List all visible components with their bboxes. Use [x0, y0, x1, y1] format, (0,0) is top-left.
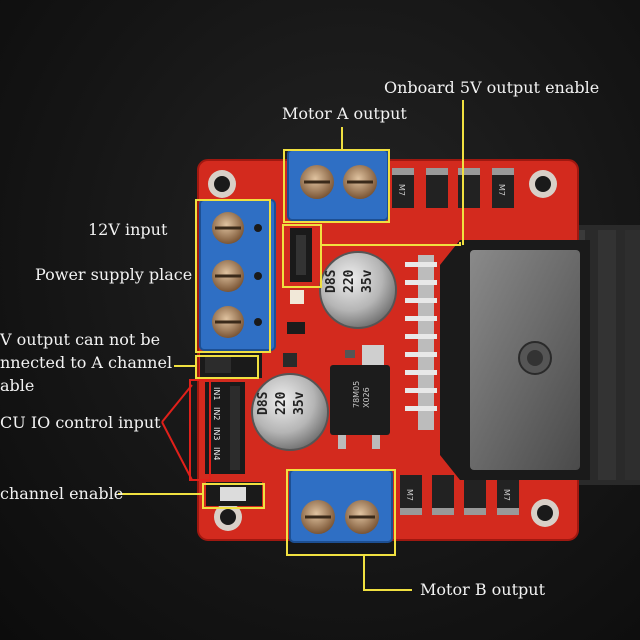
io-bracket	[161, 384, 193, 481]
pin-label-in1: IN1	[212, 387, 221, 400]
label-b-channel-enable: channel enable	[0, 484, 124, 503]
label-5v-output-line3: able	[0, 376, 35, 395]
cap-text-line: D8S	[256, 391, 271, 415]
terminal-block-motor-b[interactable]	[289, 469, 393, 543]
capacitor-top	[319, 251, 397, 329]
pin-label-in2: IN2	[212, 407, 221, 420]
jumper-5v-enable[interactable]	[290, 228, 312, 282]
annotation-leader-lines	[118, 100, 464, 591]
voltage-regulator	[330, 345, 390, 449]
jumper-b-enable[interactable]	[206, 482, 262, 506]
label-5v-output-line1: V output can not be	[0, 330, 161, 349]
label-12v-input: 12V input	[88, 220, 168, 239]
diode-label: M7	[397, 184, 406, 196]
pin-label-in4: IN4	[212, 447, 221, 460]
terminal-block-motor-a[interactable]	[287, 149, 389, 221]
label-mcu-io-control-input: CU IO control input	[0, 413, 161, 432]
smd-parts	[283, 290, 355, 367]
label-motor-b-output: Motor B output	[420, 580, 545, 599]
cap-text-line: 35v	[360, 269, 375, 293]
cap-text-line: 35v	[292, 391, 307, 415]
diode-label: M7	[405, 489, 414, 501]
input-header-pins[interactable]	[205, 382, 245, 474]
label-power-supply-place: Power supply place	[35, 265, 193, 284]
cap-text-line: D8S	[324, 269, 339, 293]
capacitor-bottom	[251, 373, 329, 451]
l298n-chip	[405, 240, 590, 480]
diode-label: M7	[497, 184, 506, 196]
terminal-block-power[interactable]	[199, 199, 276, 351]
regulator-text: X026	[362, 387, 371, 408]
label-motor-a-output: Motor A output	[282, 104, 407, 123]
regulator-text: 78M05	[352, 381, 361, 408]
diodes-bottom	[400, 475, 519, 515]
label-5v-output-line2: nnected to A channel	[0, 353, 173, 372]
annotation-frames	[195, 149, 461, 556]
mounting-holes	[208, 170, 559, 531]
label-onboard-5v-output-enable: Onboard 5V output enable	[384, 78, 600, 97]
pin-label-in3: IN3	[212, 427, 221, 440]
io-frame	[189, 379, 211, 481]
diode-label: M7	[502, 489, 511, 501]
cap-text-line: 220	[274, 391, 289, 415]
cap-text-line: 220	[342, 269, 357, 293]
